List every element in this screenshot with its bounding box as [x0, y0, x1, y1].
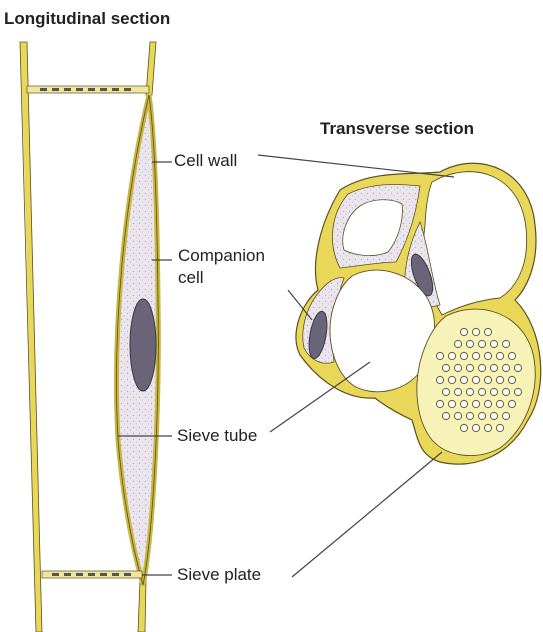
- sieve-pore: [502, 340, 509, 347]
- sieve-pore: [502, 412, 509, 419]
- sieve-pore: [490, 340, 497, 347]
- sieve-pore: [484, 352, 491, 359]
- label-companion-line2: cell: [178, 268, 204, 288]
- sieve-pore: [496, 352, 503, 359]
- longitudinal-section: [20, 42, 158, 632]
- label-sieve-plate: Sieve plate: [177, 565, 261, 585]
- sieve-pore: [478, 412, 485, 419]
- leader-sieve-plate-trans: [292, 452, 442, 577]
- leader-cell-wall-trans: [258, 155, 454, 177]
- sieve-pore: [472, 328, 479, 335]
- sieve-pore: [478, 340, 485, 347]
- sieve-pore: [502, 364, 509, 371]
- sieve-tube-left-wall: [20, 42, 42, 632]
- sieve-pore: [514, 388, 521, 395]
- companion-nucleus-long: [130, 299, 156, 391]
- sieve-pore: [442, 388, 449, 395]
- sieve-pore: [460, 376, 467, 383]
- sieve-pore: [454, 388, 461, 395]
- sieve-pore: [472, 400, 479, 407]
- sieve-pore: [436, 400, 443, 407]
- sieve-pore: [490, 412, 497, 419]
- heading-longitudinal: Longitudinal section: [4, 9, 170, 29]
- sieve-pore: [442, 412, 449, 419]
- sieve-pore: [466, 340, 473, 347]
- sieve-pore: [478, 364, 485, 371]
- sieve-pore: [508, 400, 515, 407]
- sieve-pore: [496, 424, 503, 431]
- sieve-pore: [454, 340, 461, 347]
- sieve-pore: [466, 388, 473, 395]
- sieve-plate-bottom: [42, 571, 142, 578]
- sieve-pore: [478, 388, 485, 395]
- sieve-pore: [472, 424, 479, 431]
- sieve-pore: [508, 376, 515, 383]
- sieve-pore: [460, 424, 467, 431]
- sieve-pore: [448, 352, 455, 359]
- sieve-pore: [448, 376, 455, 383]
- sieve-pore: [490, 388, 497, 395]
- sieve-pore: [496, 400, 503, 407]
- sieve-pore: [454, 412, 461, 419]
- sieve-pore: [508, 352, 515, 359]
- heading-transverse: Transverse section: [320, 119, 474, 139]
- sieve-pore: [496, 376, 503, 383]
- sieve-pore: [466, 364, 473, 371]
- sieve-pore: [460, 328, 467, 335]
- label-cell-wall: Cell wall: [174, 151, 237, 171]
- sieve-pore: [454, 364, 461, 371]
- sieve-pore: [460, 400, 467, 407]
- sieve-pore: [448, 400, 455, 407]
- sieve-pore: [472, 352, 479, 359]
- sieve-pore: [436, 376, 443, 383]
- sieve-pore: [472, 376, 479, 383]
- label-companion-line1: Companion: [178, 246, 265, 266]
- sieve-pore: [490, 364, 497, 371]
- sieve-pore: [484, 424, 491, 431]
- sieve-plate-top: [27, 86, 149, 93]
- transverse-section: [296, 163, 541, 464]
- shared-wall-bottom: [138, 580, 146, 632]
- sieve-pore: [484, 328, 491, 335]
- sieve-pore: [466, 412, 473, 419]
- sieve-pore: [484, 376, 491, 383]
- sieve-pore: [484, 400, 491, 407]
- sieve-pore: [442, 364, 449, 371]
- sieve-pore: [502, 388, 509, 395]
- label-sieve-tube: Sieve tube: [177, 426, 257, 446]
- sieve-pore: [436, 352, 443, 359]
- sieve-pore: [514, 364, 521, 371]
- sieve-pore: [460, 352, 467, 359]
